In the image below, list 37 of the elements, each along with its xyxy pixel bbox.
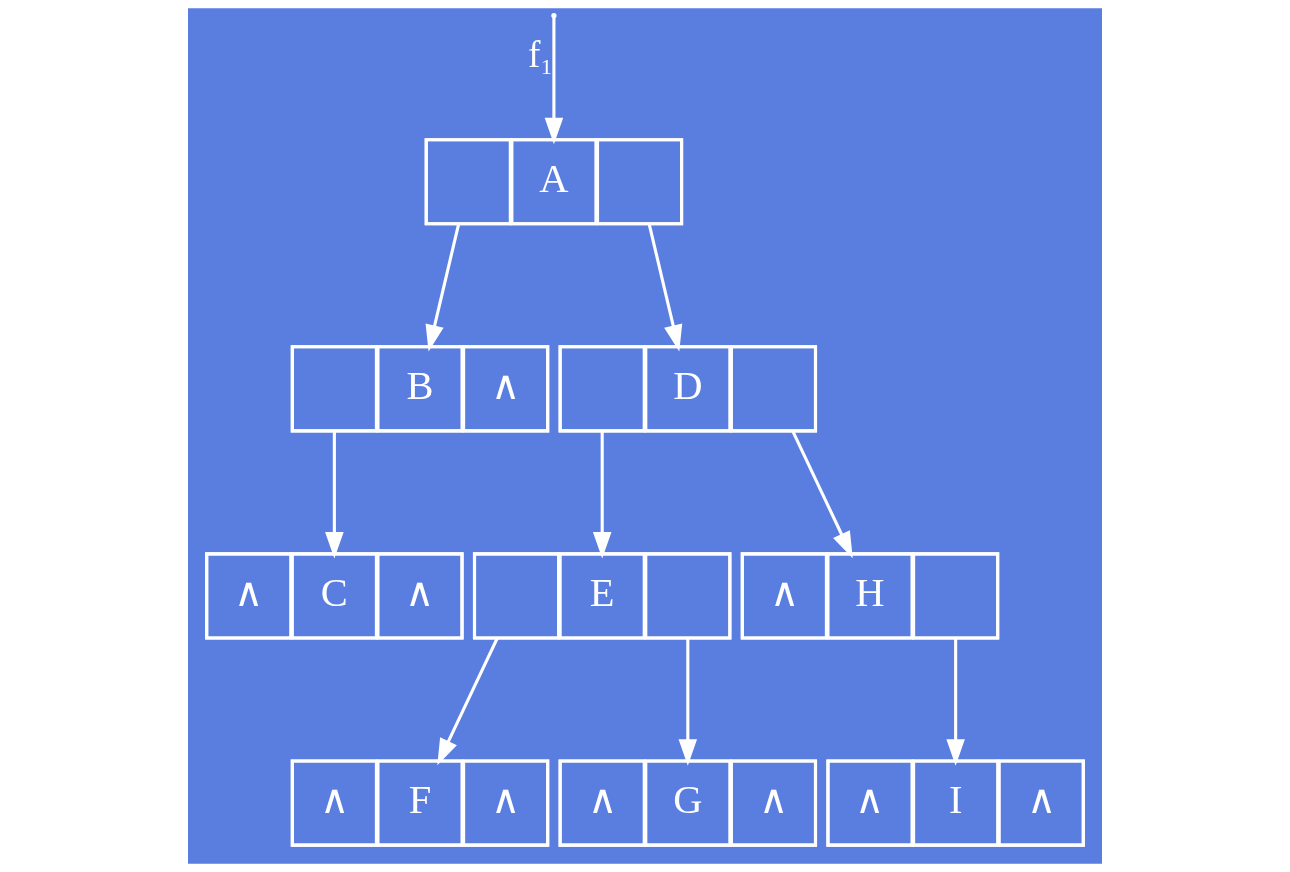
node-box: ∧ <box>462 759 550 847</box>
node-box <box>912 552 1000 640</box>
node-box: ∧ <box>558 759 646 847</box>
node-box: A <box>510 138 598 226</box>
node-box <box>558 345 646 433</box>
arrow <box>946 638 965 766</box>
node-box: B <box>376 345 464 433</box>
node-box: C <box>290 552 378 640</box>
arrow <box>425 223 461 352</box>
edge-label: f₁ <box>527 34 554 76</box>
arrow <box>678 638 698 766</box>
node-box: H <box>826 552 914 640</box>
node-box: ∧ <box>826 759 914 847</box>
node-box: ∧ <box>729 759 818 847</box>
node-box: ∧ <box>376 552 464 640</box>
node-box: D <box>644 345 732 433</box>
node-box: ∧ <box>290 759 378 847</box>
node-box <box>644 552 732 640</box>
node-box <box>424 138 512 226</box>
node-box: ∧ <box>462 345 550 433</box>
node-box: G <box>644 759 732 847</box>
arrow <box>791 430 853 559</box>
node-box <box>290 345 378 433</box>
node-box <box>729 345 818 433</box>
node-box: E <box>558 552 646 640</box>
node-box: F <box>376 759 464 847</box>
node-box: ∧ <box>205 552 293 640</box>
node-box: ∧ <box>997 759 1085 847</box>
arrow <box>437 637 499 766</box>
arrow <box>544 16 564 145</box>
arrow <box>325 431 344 559</box>
node-box <box>595 138 684 226</box>
node-box: I <box>912 759 1000 847</box>
node-box: ∧ <box>740 552 828 640</box>
arrow <box>647 223 683 352</box>
arrow <box>592 431 612 559</box>
node-box <box>472 552 561 640</box>
